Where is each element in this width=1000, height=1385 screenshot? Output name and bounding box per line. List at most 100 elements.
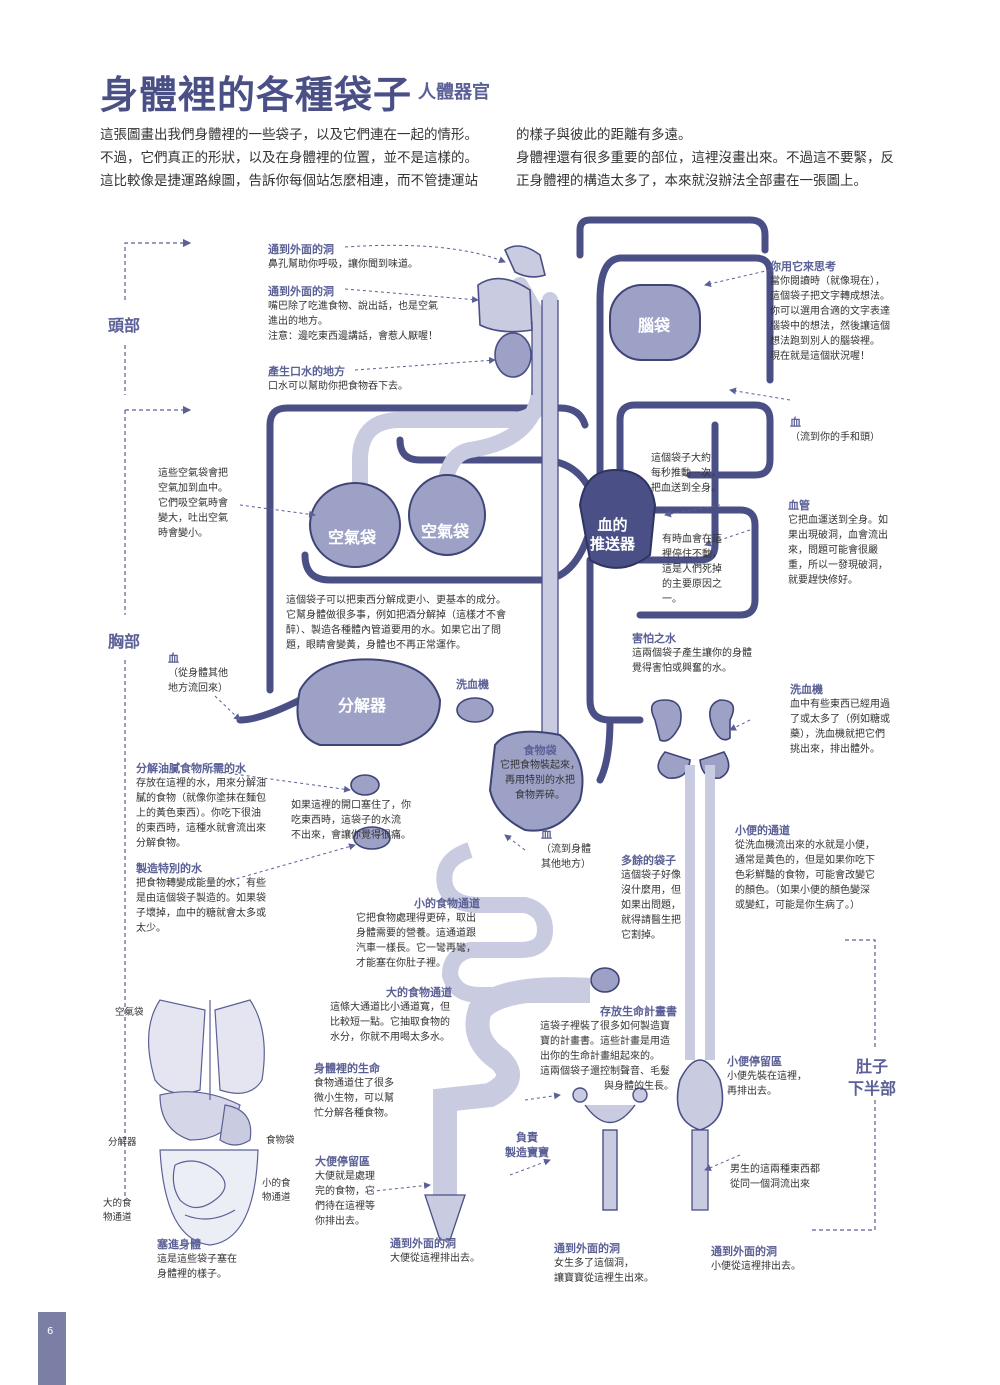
bladder-shape (676, 1059, 724, 1131)
note-title: 害怕之水 (632, 632, 676, 645)
page-number: 6 (47, 1326, 54, 1337)
note-title-line: 製造寶寶 (505, 1146, 549, 1159)
note-line: 鼻孔幫助你呼吸，讓你聞到味道。 (268, 259, 418, 270)
note-line: 色彩鮮豔的食物，可能會改變它 (735, 870, 875, 881)
note-womb: 負責 製造寶寶 (505, 1130, 549, 1160)
note-line: 這是人們死掉 (662, 564, 722, 575)
intro-left: 這張圖畫出我們身體裡的一些袋子，以及它們連在一起的情形。 不過，它們真正的形狀，… (100, 124, 500, 193)
note-title: 小便停留區 (727, 1055, 782, 1068)
note-title: 小便的通道 (735, 824, 790, 837)
region-chest: 胸部 (108, 632, 141, 651)
note-line: 微小生物，可以幫 (314, 1093, 394, 1104)
note-line: 與身體的生長。 (604, 1081, 674, 1092)
note-nose: 通到外面的洞 鼻孔幫助你呼吸，讓你聞到味道。 (268, 241, 418, 272)
note-title: 通到外面的洞 (268, 285, 334, 298)
note-line: 從同一個洞流出來 (730, 1179, 810, 1190)
inset-caption: 塞進身體 這是這些袋子塞在 身體裡的樣子。 (157, 1236, 237, 1282)
note-line: 當你閱讀時（就像現在）， (770, 276, 885, 287)
airway-tubes (352, 277, 558, 768)
note-line: 地方流回來） (168, 683, 228, 694)
gallbladder-shape (350, 774, 380, 796)
note-title: 多餘的袋子 (621, 854, 676, 867)
note-appendix: 多餘的袋子 這個袋子好像 沒什麼用，但 如果出問題， 就得請醫生把 它割掉。 (621, 852, 681, 943)
note-line: 的主要原因之 (662, 579, 722, 590)
note-line: 存放在這裡的水，用來分解油 (136, 778, 266, 789)
note-line: 食物弄碎。 (515, 790, 565, 801)
heart-label: 血的 推送器 (590, 516, 635, 554)
page-number-tab (38, 1312, 66, 1385)
note-line: 這袋子裡裝了很多如何製造寶 (540, 1021, 670, 1032)
lung-right-shape (408, 474, 486, 556)
note-title: 大便停留區 (315, 1155, 370, 1168)
note-line: 出你的生命計畫組起來的。 (540, 1051, 660, 1062)
inset-label-line: 大的食 (103, 1198, 132, 1209)
note-line: 的東西時，這種水就會流出來 (136, 823, 266, 834)
note-line: 每秒推動一次， (651, 468, 721, 479)
note-line: 這個袋子把文字轉成想法。 (770, 291, 890, 302)
note-spleen: 洗血機 (456, 678, 489, 691)
note-title: 身體裡的生命 (314, 1062, 380, 1075)
note-line: 挑出來，排出體外。 (790, 744, 880, 755)
inset-body (148, 999, 265, 1246)
note-heart-stop: 有時血會在這 裡停住不動， 這是人們死掉 的主要原因之 一。 (662, 532, 722, 607)
pancreas-shape (353, 826, 391, 850)
note-line: 這些空氣袋會把 (158, 468, 228, 479)
note-rectum: 大便停留區 大便就是處理 完的食物，它 們待在這裡等 你排出去。 (315, 1153, 375, 1229)
lung-left-shape (309, 482, 401, 568)
womb (572, 1087, 648, 1211)
note-heart-beat: 這個袋子大約 每秒推動一次， 把血送到全身。 (651, 451, 721, 496)
note-mouth: 通到外面的洞 嘴巴除了吃進食物、說出話，也是空氣 進出的地方。 注意：邊吃東西邊… (268, 283, 438, 344)
note-line: 寶的計畫書。這些計畫是用造 (540, 1036, 670, 1047)
note-line: 嘴巴除了吃進食物、說出話，也是空氣 (268, 301, 438, 312)
note-line: 是由這個袋子製造的。如果袋 (136, 893, 266, 904)
note-line: 你排出去。 (315, 1216, 365, 1227)
note-title: 小的食物通道 (414, 897, 480, 910)
note-title: 通到外面的洞 (390, 1237, 456, 1250)
note-line: 裡停住不動， (662, 549, 722, 560)
note-line: 男生的這兩種東西都 (730, 1164, 820, 1175)
intro-right: 的樣子與彼此的距離有多遠。 身體裡還有很多重要的部位，這裡沒畫出來。不過這不要緊… (516, 124, 926, 193)
note-vagina: 通到外面的洞 女生多了這個洞， 讓寶寶從這裡生出來。 (554, 1240, 654, 1286)
note-line: 上的黃色東西）。你吃下很油 (136, 808, 261, 819)
note-line: 沒什麼用，但 (621, 885, 681, 896)
appendix-shape (590, 967, 620, 993)
inset-title: 塞進身體 (157, 1238, 201, 1251)
note-line: 不出來，會讓你覺得很痛。 (291, 830, 411, 841)
note-line: 女生多了這個洞， (554, 1258, 634, 1269)
note-title: 血管 (788, 499, 810, 512)
note-urine-path: 小便的通道 從洗血機流出來的水就是小便， 通常是黃色的，但是如果你吃下 色彩鮮豔… (735, 822, 875, 913)
note-blood-body: 血 （流到身體 其他地方） (541, 826, 591, 872)
note-line: 太少。 (136, 923, 166, 934)
inset-line: 這是這些袋子塞在 (157, 1254, 237, 1265)
region-belly: 肚子 下半部 (848, 1056, 896, 1100)
note-male: 男生的這兩種東西都 從同一個洞流出來 (730, 1162, 820, 1192)
lung-left-label: 空氣袋 (328, 528, 377, 547)
note-pancreas: 製造特別的水 把食物轉變成能量的水，有些 是由這個袋子製造的。如果袋 子壞掉，血… (136, 860, 266, 936)
brain-label: 腦袋 (638, 316, 671, 335)
note-title: 通到外面的洞 (711, 1245, 777, 1258)
note-line: 膩的食物（就像你塗抹在麵包 (136, 793, 266, 804)
note-gut-life: 身體裡的生命 食物通道住了很多 微小生物，可以幫 忙分解各種食物。 (314, 1060, 394, 1121)
note-title: 大的食物通道 (386, 986, 452, 999)
note-title: 洗血機 (790, 683, 823, 696)
note-line: 了或太多了（例如糖或 (790, 714, 890, 725)
note-line: 它割掉。 (621, 930, 661, 941)
note-line: 身體需要的營養。這通道跟 (356, 928, 476, 939)
note-lungs: 這些空氣袋會把 空氣加到血中。 它們吸空氣時會 變大，吐出空氣 時會變小。 (158, 466, 228, 541)
note-line: （流到身體 (541, 844, 591, 855)
note-large-intestine: 大的食物通道 這條大通道比小通道寬，但 比較短一點。它抽取食物的 水分，你就不用… (330, 984, 452, 1045)
note-line: 這兩個袋子產生讓你的身體 (632, 648, 752, 659)
note-line: 的顏色。（如果小便的顏色變深 (735, 885, 870, 896)
page-subtitle: 人體器官 (418, 82, 490, 103)
note-fear: 害怕之水 這兩個袋子產生讓你的身體 覺得害怕或興奮的水。 (632, 630, 752, 676)
note-line: 醉）、製造各種體內管道要用的水。如果它出了問 (286, 625, 501, 636)
note-line: 把血送到全身。 (651, 483, 721, 494)
note-title: 產生口水的地方 (268, 365, 345, 378)
ureters (685, 765, 715, 1060)
note-liver: 這個袋子可以把東西分解成更小、更基本的成分。 它幫身體做很多事，例如把酒分解掉（… (286, 593, 506, 653)
note-line: 大便從這裡排出去。 (390, 1253, 480, 1264)
heart-shape (578, 468, 657, 569)
note-blood-left: 血 （從身體其他 地方流回來） (168, 650, 228, 696)
region-belly-line: 下半部 (848, 1079, 897, 1098)
